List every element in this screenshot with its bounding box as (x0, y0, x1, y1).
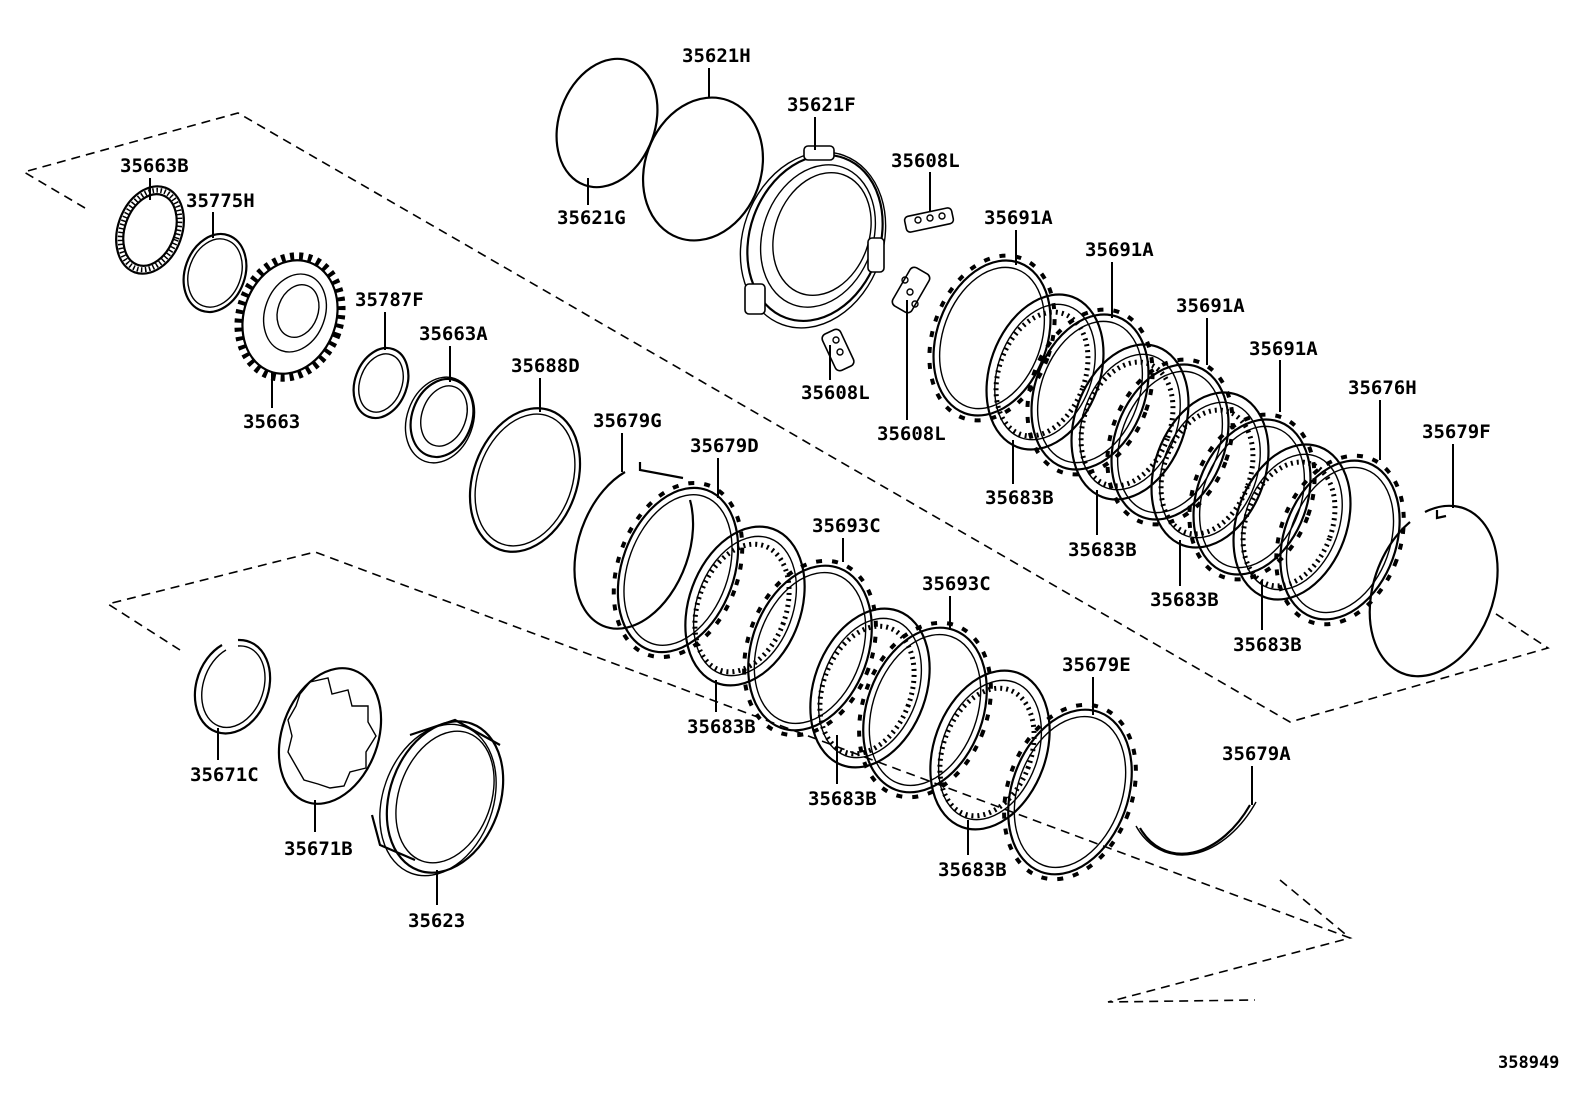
part-35683B-disc-e (1070, 343, 1190, 501)
label-35691A-b: 35691A (1085, 239, 1154, 261)
part-35691A-plate-d (1187, 412, 1317, 582)
part-35608L-spring-a (903, 207, 955, 233)
part-35621F-drawing (739, 145, 887, 329)
part-35621G-drawing (555, 57, 659, 189)
part-35621H-drawing (641, 96, 765, 242)
catalog-number: 358949 (1498, 1053, 1559, 1073)
label-35671B: 35671B (284, 838, 353, 860)
part-35787F-drawing (352, 346, 410, 420)
label-35693C-a: 35693C (812, 515, 881, 537)
part-35671C-drawing (193, 638, 272, 735)
label-35683B-d: 35683B (1233, 634, 1302, 656)
label-35775H: 35775H (186, 190, 255, 212)
label-35621H: 35621H (682, 45, 751, 67)
part-35691A-plate-c (1105, 357, 1235, 527)
part-35676H-drawing (1274, 453, 1406, 627)
part-35775H-drawing (182, 232, 248, 314)
part-labels: 35621H 35621F 35621G 35663B 35775H 35663… (120, 45, 1491, 932)
label-35691A-c: 35691A (1176, 295, 1245, 317)
part-35693C-plate-b (857, 620, 993, 800)
part-35623-drawing (370, 718, 505, 877)
part-35683B-disc-g (1232, 443, 1352, 601)
part-35679E-drawing (1002, 702, 1138, 882)
part-35608L-spring-b (891, 266, 931, 314)
part-35679G-drawing (573, 462, 695, 630)
label-35679D: 35679D (690, 435, 759, 457)
label-35683B-f: 35683B (808, 788, 877, 810)
label-35679A: 35679A (1222, 743, 1291, 765)
label-35608L-c: 35608L (877, 423, 946, 445)
part-35679F-drawing (1368, 504, 1499, 678)
label-35683B-g: 35683B (938, 859, 1007, 881)
label-35683B-c: 35683B (1150, 589, 1219, 611)
label-35679E: 35679E (1062, 654, 1131, 676)
assembly-outline-upper (21, 112, 1550, 723)
part-35688D-drawing (468, 407, 582, 553)
label-35693C-b: 35693C (922, 573, 991, 595)
label-35683B-a: 35683B (985, 487, 1054, 509)
label-35679G: 35679G (593, 410, 662, 432)
part-35683B-disc-c (929, 669, 1051, 831)
label-35608L-b: 35608L (801, 382, 870, 404)
label-35623: 35623 (408, 910, 465, 932)
part-35683B-disc-b (809, 607, 931, 769)
label-35683B-b: 35683B (1068, 539, 1137, 561)
label-35691A-d: 35691A (1249, 338, 1318, 360)
label-35688D: 35688D (511, 355, 580, 377)
label-35663A: 35663A (419, 323, 488, 345)
part-35663B-drawing (115, 185, 185, 275)
label-35663: 35663 (243, 411, 300, 433)
label-35691A-a: 35691A (984, 207, 1053, 229)
part-35679D-drawing (611, 480, 745, 660)
leader-lines (149, 68, 1454, 905)
label-35676H: 35676H (1348, 377, 1417, 399)
part-35679A-drawing (1135, 801, 1257, 856)
label-35663B: 35663B (120, 155, 189, 177)
label-35787F: 35787F (355, 289, 424, 311)
label-35679F: 35679F (1422, 421, 1491, 443)
part-35691A-plate-b (1025, 307, 1155, 477)
part-35608L-spring-c (821, 328, 855, 372)
part-35693C-plate-a (742, 558, 878, 738)
part-35663-drawing (234, 252, 346, 382)
label-35621F: 35621F (787, 94, 856, 116)
part-35691A-plate-a (927, 253, 1057, 423)
part-35663A-drawing (404, 376, 476, 464)
label-35608L-a: 35608L (891, 150, 960, 172)
label-35621G: 35621G (557, 207, 626, 229)
part-35671B-drawing (277, 667, 383, 805)
label-35683B-e: 35683B (687, 716, 756, 738)
assembly-outline-lower (106, 551, 1353, 1003)
label-35671C: 35671C (190, 764, 259, 786)
part-35683B-disc-d (985, 293, 1105, 451)
